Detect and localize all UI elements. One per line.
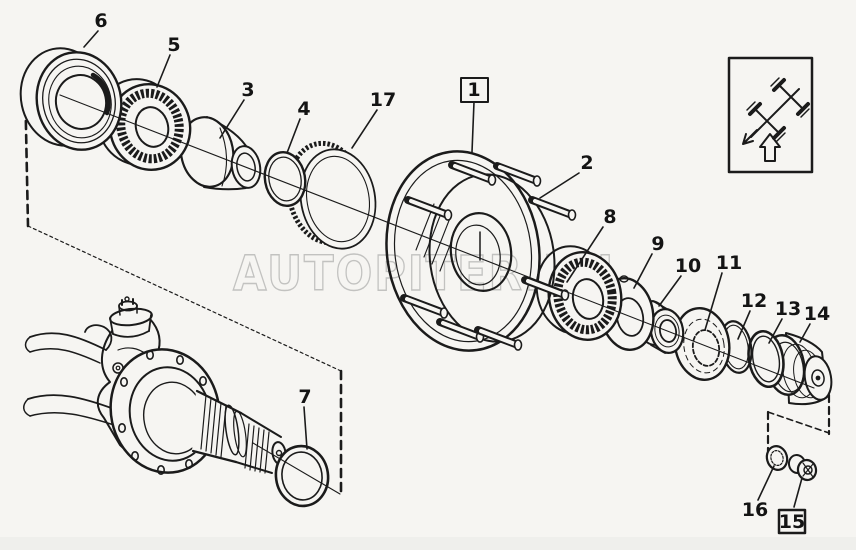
assembly-axis-line — [59, 94, 815, 389]
hub-seal-part6 — [19, 47, 123, 151]
axle-location-inset — [727, 56, 814, 174]
snap-ring-part4 — [263, 150, 307, 208]
wheel-studs-part2 — [400, 161, 577, 351]
wheel-stud — [448, 161, 497, 186]
vehicle-axle-schematic-icon — [742, 77, 810, 145]
label-part-5: 5 — [156, 34, 181, 88]
label-part-14: 14 — [799, 303, 830, 343]
part-labels: 6 5 3 4 17 1 2 8 — [83, 10, 830, 535]
svg-text:13: 13 — [775, 298, 801, 320]
label-part-10: 10 — [658, 255, 701, 307]
up-arrow-icon — [759, 133, 781, 162]
seal-ring-part7 — [274, 444, 330, 508]
svg-text:4: 4 — [297, 98, 310, 120]
svg-text:11: 11 — [716, 252, 742, 274]
spindle-thread-hatch — [244, 423, 270, 474]
svg-text:16: 16 — [742, 499, 768, 521]
svg-text:14: 14 — [804, 303, 830, 325]
wheel-stud — [400, 294, 449, 319]
label-part-17: 17 — [351, 89, 396, 149]
svg-text:17: 17 — [370, 89, 396, 111]
label-box — [460, 77, 489, 103]
wheel-stud — [528, 196, 577, 221]
inset-frame — [727, 56, 814, 174]
label-part-12: 12 — [737, 290, 767, 340]
svg-text:8: 8 — [603, 206, 616, 228]
svg-text:3: 3 — [241, 79, 254, 101]
label-box — [777, 508, 807, 535]
wheel-hub-part1 — [385, 150, 577, 352]
svg-text:9: 9 — [651, 233, 664, 255]
wheel-stud — [493, 162, 542, 187]
svg-text:7: 7 — [298, 386, 311, 408]
label-part-15: 15 — [777, 477, 807, 535]
label-part-9: 9 — [633, 233, 665, 289]
wheel-stud — [436, 318, 485, 343]
label-part-4: 4 — [286, 98, 311, 154]
label-part-16: 16 — [742, 465, 775, 521]
svg-text:10: 10 — [675, 255, 701, 277]
label-part-8: 8 — [566, 206, 617, 283]
label-part-11: 11 — [704, 252, 742, 331]
bottom-strip — [0, 537, 856, 550]
label-part-1: 1 — [460, 77, 489, 153]
dashed-reference-lines — [23, 77, 831, 499]
svg-text:2: 2 — [580, 152, 593, 174]
grease-plug-part15 — [787, 454, 818, 482]
label-part-2: 2 — [539, 152, 594, 199]
svg-text:6: 6 — [94, 10, 107, 32]
spindle-axis-line — [252, 442, 341, 495]
label-part-3: 3 — [219, 79, 255, 139]
svg-text:15: 15 — [779, 511, 805, 533]
label-part-6: 6 — [83, 10, 108, 48]
inner-bearing-part8 — [535, 245, 623, 341]
label-part-13: 13 — [768, 298, 801, 344]
wheel-stud — [474, 326, 523, 351]
svg-text:1: 1 — [467, 79, 480, 101]
svg-text:5: 5 — [167, 34, 180, 56]
svg-text:12: 12 — [741, 290, 767, 312]
wheel-stud — [404, 196, 453, 221]
o-ring-part16 — [765, 445, 789, 471]
wheel-stud — [521, 276, 570, 301]
label-part-7: 7 — [298, 386, 312, 450]
